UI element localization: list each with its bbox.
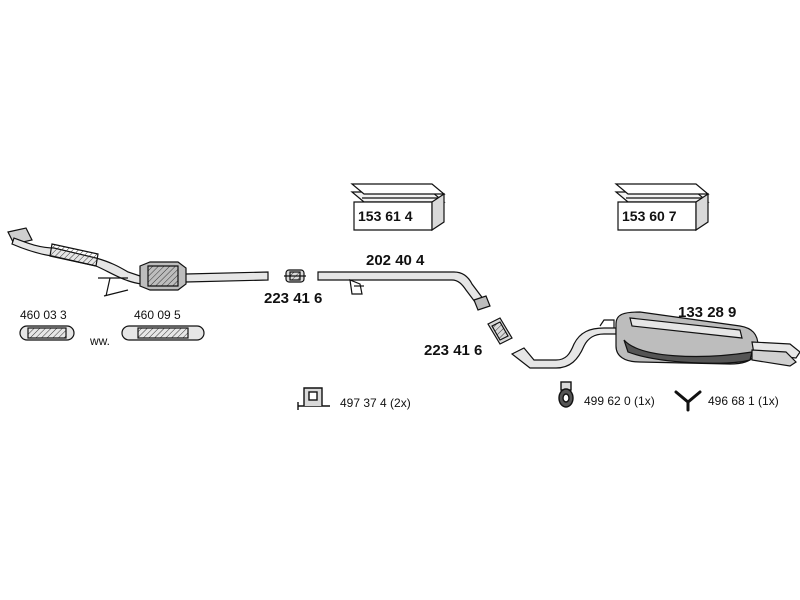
box-right xyxy=(614,183,710,232)
hanger-a-label: 497 37 4 (2x) xyxy=(340,396,411,410)
clamp-lower-label: 223 41 6 xyxy=(424,342,483,359)
rubber-mount-icon xyxy=(558,381,574,408)
hanger-b-label: 499 62 0 (1x) xyxy=(584,394,655,408)
clamp-upper-label: 223 41 6 xyxy=(264,290,323,307)
rear-silencer-label: 133 28 9 xyxy=(678,304,737,321)
flex-b-label: 460 09 5 xyxy=(134,308,181,322)
hanger-c-label: 496 68 1 (1x) xyxy=(708,394,779,408)
flex-separator: ww. xyxy=(90,334,111,348)
box-left-number: 153 61 4 xyxy=(358,208,413,224)
flex-a-label: 460 03 3 xyxy=(20,308,67,322)
box-left xyxy=(350,183,446,232)
front-pipe-assembly xyxy=(7,227,269,297)
clamp-icon xyxy=(284,269,306,283)
y-hanger-icon xyxy=(674,390,702,412)
mount-bracket-icon xyxy=(297,387,330,410)
flex-pipe-icon xyxy=(121,325,205,341)
clamp-icon xyxy=(487,317,513,345)
middle-pipe-label: 202 40 4 xyxy=(366,252,425,269)
box-right-number: 153 60 7 xyxy=(622,208,677,224)
middle-pipe xyxy=(317,271,491,311)
rear-silencer xyxy=(510,311,800,369)
flex-pipe-icon xyxy=(19,325,75,341)
